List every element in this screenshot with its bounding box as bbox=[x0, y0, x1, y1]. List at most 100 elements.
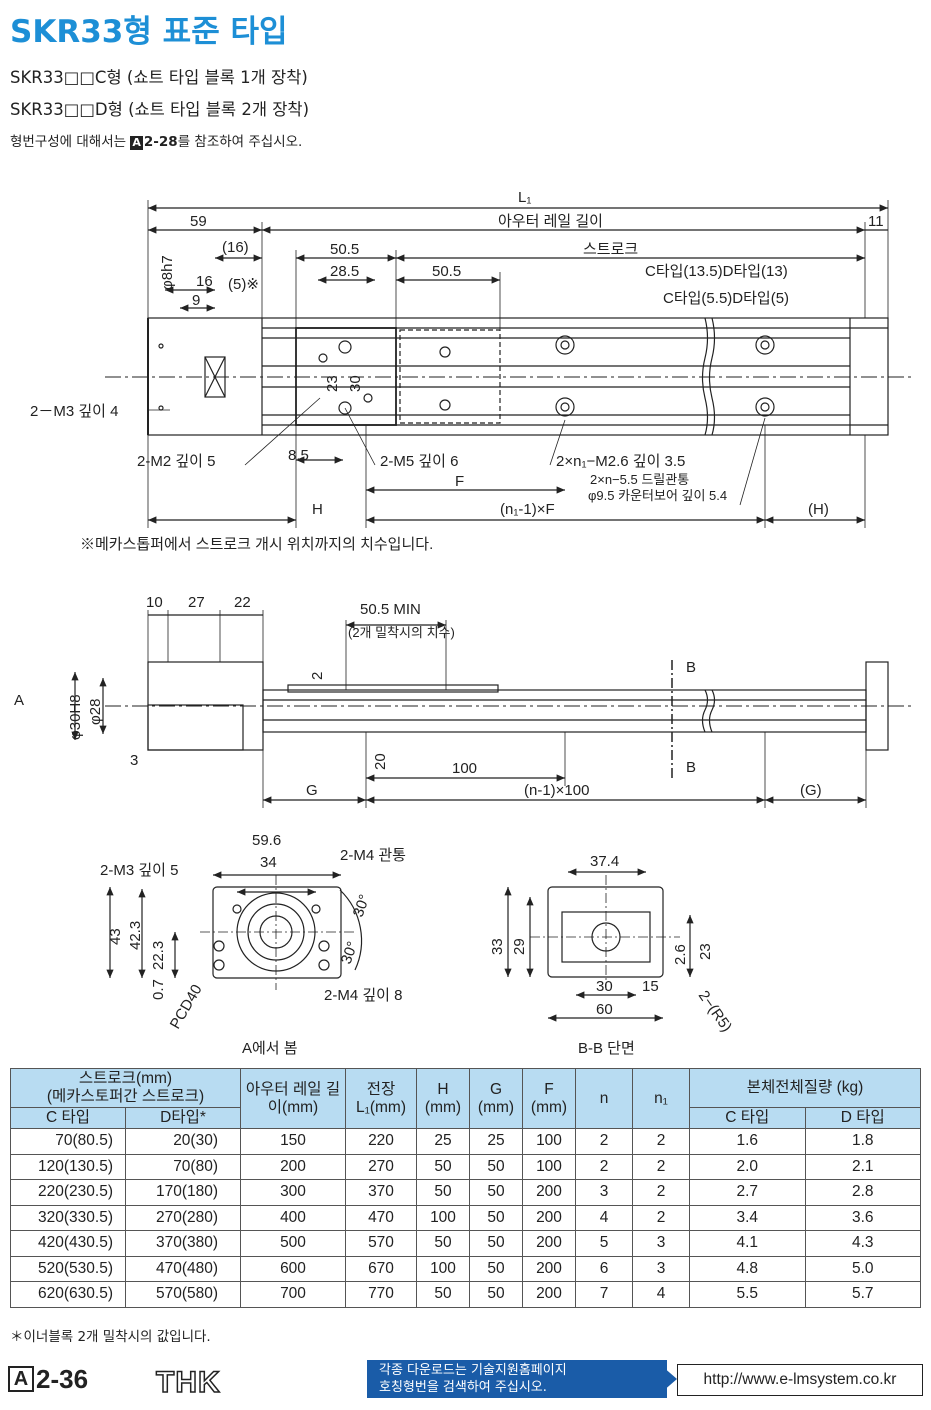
angle-30-bottom: 30° bbox=[338, 939, 362, 966]
cell-f: 200 bbox=[522, 1230, 576, 1257]
cell-rail: 150 bbox=[240, 1128, 346, 1155]
dim-16-paren: (16) bbox=[222, 239, 249, 256]
section-b-top: B bbox=[686, 659, 696, 676]
dim-30-b: 30 bbox=[596, 978, 613, 995]
dim-c-d-5: C타입(5.5)D타입(5) bbox=[663, 290, 789, 307]
dim-60: 60 bbox=[596, 1001, 613, 1018]
stroke-start-footnote: ※메카스톱퍼에서 스트로크 개시 위치까지의 치수입니다. bbox=[80, 536, 433, 553]
cell-f: 100 bbox=[522, 1153, 576, 1180]
cell-f: 200 bbox=[522, 1204, 576, 1231]
cell-md: 2.8 bbox=[804, 1179, 921, 1206]
caption-section-bb: B-B 단면 bbox=[578, 1040, 635, 1057]
cell-mc: 2.7 bbox=[689, 1179, 806, 1206]
banner-line-1: 각종 다운로드는 기술지원홈페이지 bbox=[379, 1363, 567, 1378]
cell-h: 100 bbox=[416, 1255, 470, 1282]
cell-g: 50 bbox=[469, 1255, 523, 1282]
cell-n1: 2 bbox=[632, 1128, 690, 1155]
cell-g: 25 bbox=[469, 1128, 523, 1155]
page-title: SKR33형 표준 타입 bbox=[10, 14, 288, 50]
header-mass-c: C 타입 bbox=[689, 1107, 806, 1129]
cell-n1: 3 bbox=[632, 1255, 690, 1282]
label-2-m3-depth-5: 2-M3 깊이 5 bbox=[100, 862, 178, 879]
cell-l1: 370 bbox=[345, 1179, 417, 1206]
cell-f: 200 bbox=[522, 1179, 576, 1206]
label-2-m2-depth-5: 2-M2 깊이 5 bbox=[137, 453, 215, 470]
label-2-m5-depth-6: 2-M5 깊이 6 bbox=[380, 453, 458, 470]
cell-md: 1.8 bbox=[804, 1128, 921, 1155]
cell-f: 200 bbox=[522, 1255, 576, 1282]
dim-c-d-13: C타입(13.5)D타입(13) bbox=[645, 263, 788, 280]
cell-l1: 770 bbox=[345, 1281, 417, 1308]
cell-g: 50 bbox=[469, 1204, 523, 1231]
dim-27: 27 bbox=[188, 594, 205, 611]
cell-h: 50 bbox=[416, 1281, 470, 1308]
dim-phi28: φ28 bbox=[87, 699, 104, 725]
cell-rail: 700 bbox=[240, 1281, 346, 1308]
cell-l1: 470 bbox=[345, 1204, 417, 1231]
cell-md: 5.7 bbox=[804, 1281, 921, 1308]
dim-23: 23 bbox=[324, 375, 341, 392]
subtitle-d-type: SKR33□□D형 (쇼트 타입 블록 2개 장착) bbox=[10, 100, 310, 119]
cell-n: 2 bbox=[575, 1128, 633, 1155]
dim-29: 29 bbox=[511, 938, 528, 955]
cell-l1: 220 bbox=[345, 1128, 417, 1155]
dim-phi8h7: φ8h7 bbox=[159, 255, 176, 290]
cell-c: 220(230.5) bbox=[10, 1179, 126, 1206]
dim-g: G bbox=[306, 782, 318, 799]
cell-h: 50 bbox=[416, 1230, 470, 1257]
dim-8-5: 8.5 bbox=[288, 447, 309, 464]
label-drill-through: 2×n−5.5 드릴관통 bbox=[590, 472, 689, 487]
header-outer-rail: 아우터 레일 길이(mm) bbox=[240, 1068, 346, 1129]
dim-20: 20 bbox=[372, 753, 389, 770]
cell-d: 70(80) bbox=[125, 1153, 241, 1180]
cell-c: 620(630.5) bbox=[10, 1281, 126, 1308]
cell-md: 2.1 bbox=[804, 1153, 921, 1180]
header-h: H (mm) bbox=[416, 1068, 470, 1129]
banner-arrow-icon bbox=[655, 1360, 677, 1398]
page-badge: A bbox=[8, 1366, 34, 1392]
dim-l1: L₁ bbox=[518, 189, 531, 206]
dim-16: 16 bbox=[196, 273, 213, 290]
cell-d: 570(580) bbox=[125, 1281, 241, 1308]
subtitle-c-type: SKR33□□C형 (쇼트 타입 블록 1개 장착) bbox=[10, 68, 308, 87]
cell-l1: 570 bbox=[345, 1230, 417, 1257]
dim-30: 30 bbox=[347, 375, 364, 392]
download-banner[interactable]: 각종 다운로드는 기술지원홈페이지 호칭형번을 검색하여 주십시오. bbox=[367, 1360, 667, 1398]
cell-mc: 1.6 bbox=[689, 1128, 806, 1155]
cell-c: 120(130.5) bbox=[10, 1153, 126, 1180]
dim-22: 22 bbox=[234, 594, 251, 611]
dim-100: 100 bbox=[452, 760, 477, 777]
header-d-type: D타입* bbox=[125, 1107, 241, 1129]
header-n: n bbox=[575, 1068, 633, 1129]
dim-n1-minus-1-f: (n₁-1)×F bbox=[500, 501, 555, 518]
dim-42-3: 42.3 bbox=[127, 921, 144, 950]
model-note-ref[interactable]: 2-28 bbox=[143, 134, 178, 150]
technical-drawing: L₁ 59 아우터 레일 길이 11 (16) 50.5 스트로크 28.5 5… bbox=[14, 189, 915, 1057]
label-two-block-contact: (2개 밀착시의 치수) bbox=[348, 625, 455, 640]
cell-f: 200 bbox=[522, 1281, 576, 1308]
dim-r5: 2−(R5) bbox=[695, 988, 735, 1036]
label-counterbore: φ9.5 카운터보어 깊이 5.4 bbox=[588, 488, 727, 503]
cell-g: 50 bbox=[469, 1281, 523, 1308]
cell-rail: 300 bbox=[240, 1179, 346, 1206]
cell-mc: 4.1 bbox=[689, 1230, 806, 1257]
cell-c: 420(430.5) bbox=[10, 1230, 126, 1257]
thk-logo: THK bbox=[155, 1365, 221, 1400]
cell-d: 270(280) bbox=[125, 1204, 241, 1231]
cell-d: 20(30) bbox=[125, 1128, 241, 1155]
cell-c: 320(330.5) bbox=[10, 1204, 126, 1231]
dim-37-4: 37.4 bbox=[590, 853, 619, 870]
dim-50-5-min: 50.5 MIN bbox=[360, 601, 421, 618]
dim-50-5-b: 50.5 bbox=[432, 263, 461, 280]
cell-h: 50 bbox=[416, 1153, 470, 1180]
cell-g: 50 bbox=[469, 1230, 523, 1257]
label-2-m3-depth-4: 2－M3 깊이 4 bbox=[30, 403, 118, 420]
cell-f: 100 bbox=[522, 1128, 576, 1155]
website-link[interactable]: http://www.e-lmsystem.co.kr bbox=[677, 1364, 923, 1396]
